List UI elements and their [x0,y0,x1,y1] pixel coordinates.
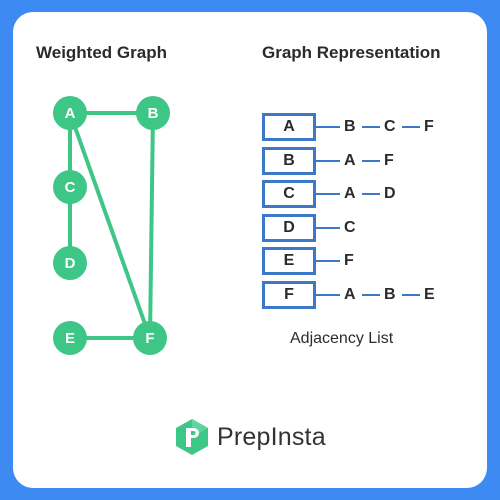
node-F [133,321,167,355]
adjacency-list-caption: Adjacency List [290,330,394,347]
adjacency-link [402,126,420,128]
node-label-B: B [148,105,159,122]
node-label-E: E [65,330,75,347]
vertex-box-E: E [262,247,316,275]
neighbor-F-B: B [384,285,396,303]
vertex-box-F: F [262,280,316,309]
edge-B-F [148,112,155,339]
adjacency-link [316,293,340,296]
adjacency-link [402,293,420,296]
graph-representation-heading: Graph Representation [262,43,441,62]
prepinsta-logo: PrepInsta [175,418,326,456]
adjacency-link [316,126,340,128]
adjacency-link [362,293,380,296]
node-label-D: D [65,255,76,272]
vertex-box-B: B [262,146,316,175]
prepinsta-logo-text: PrepInsta [217,422,326,451]
node-A [53,96,87,130]
vertex-box-C: C [262,180,316,208]
adjacency-link [316,260,340,262]
node-label-F: F [145,330,154,347]
adjacency-link [362,126,380,128]
adjacency-link [316,226,340,229]
adjacency-link [316,159,340,162]
neighbor-A-F: F [424,118,434,135]
neighbor-B-A: A [344,151,356,169]
node-D [53,246,87,280]
weighted-graph-heading: Weighted Graph [36,43,167,62]
node-label-C: C [65,179,76,196]
neighbor-A-B: B [344,118,356,135]
neighbor-F-A: A [344,285,356,303]
neighbor-C-A: A [344,185,356,202]
vertex-box-A: A [262,113,316,141]
neighbor-B-F: F [384,151,394,169]
neighbor-C-D: D [384,185,396,202]
edge-A-F [68,112,152,339]
node-C [53,170,87,204]
adjacency-link [362,159,380,162]
content-card [13,12,487,488]
vertex-box-D: D [262,213,316,242]
neighbor-F-E: E [424,285,435,303]
adjacency-link [316,193,340,195]
adjacency-link [362,193,380,195]
neighbor-D-C: C [344,218,356,236]
neighbor-E-F: F [344,252,354,269]
node-B [136,96,170,130]
prepinsta-logo-icon [176,419,208,455]
node-E [53,321,87,355]
node-label-A: A [65,105,76,122]
neighbor-A-C: C [384,118,396,135]
